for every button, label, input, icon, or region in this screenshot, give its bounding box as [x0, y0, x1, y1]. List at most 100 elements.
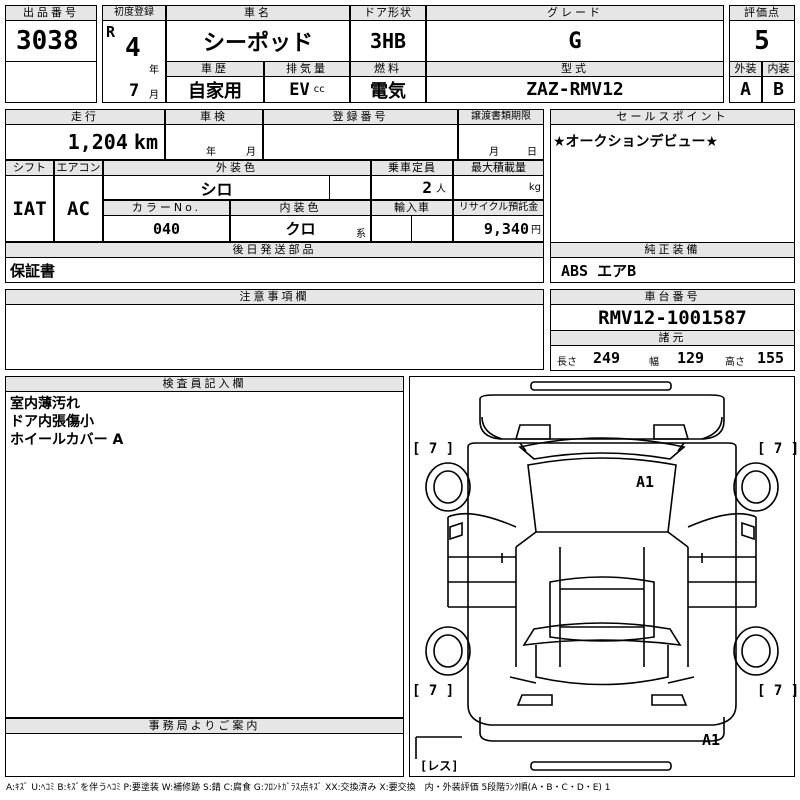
car-name-value: シーポッド [166, 20, 350, 62]
score-header: 評価点 [729, 5, 795, 21]
int-color-text: クロ [285, 220, 316, 238]
sales-point-header: セールスポイント [550, 109, 795, 125]
spare-tire-mark: [レス] [420, 759, 459, 773]
tire-mark-front-left: [ 7 ] [412, 441, 455, 457]
mileage-text: 1,204 [67, 130, 128, 154]
car-diagram-frame: [ 7 ] [ 7 ] [ 7 ] [ 7 ] A1 A1 [レス] [409, 376, 799, 777]
mileage-header: 走行 [5, 109, 165, 125]
exterior-value: A [729, 76, 762, 103]
fuel-header: 燃料 [350, 61, 426, 77]
recycle-text: 9,340 [483, 219, 529, 238]
inspector-body: 室内薄汚れ ドア内張傷小 ホイールカバー A [5, 391, 404, 718]
recycle-unit: 円 [531, 225, 541, 236]
damage-mark-roof: A1 [636, 473, 655, 491]
grade-value: G [426, 20, 724, 62]
lot-no-text: 3038 [16, 26, 79, 56]
notes-header: 注意事項欄 [5, 289, 544, 305]
wheel-rear-right [733, 626, 779, 676]
car-name-header: 車名 [166, 5, 350, 21]
capacity-value: 2 人 [371, 175, 453, 200]
recycle-value: 9,340 円 [453, 215, 544, 242]
exterior-header: 外装 [729, 61, 762, 77]
displacement-text: EV [289, 79, 310, 100]
genuine-value: ABS エアB [550, 257, 795, 283]
model-value: ZAZ-RMV12 [426, 76, 724, 103]
mileage-value: 1,204 km [5, 124, 165, 160]
displacement-header: 排気量 [264, 61, 350, 77]
wheel-front-right [733, 462, 779, 512]
body-outline [467, 442, 737, 726]
later-parts-header: 後日発送部品 [5, 242, 544, 258]
rear-hatch [535, 645, 669, 686]
inspection-month-unit: 月 [246, 147, 256, 158]
capacity-unit: 人 [436, 184, 446, 195]
chassis-header: 車台番号 [550, 289, 795, 305]
ext-color-header: 外装色 [103, 160, 371, 176]
transfer-header: 譲渡書類期限 [458, 109, 544, 125]
height-label: 高さ [725, 357, 745, 368]
rear-window [522, 622, 682, 647]
color-no-value: 040 [103, 215, 230, 242]
history-value: 自家用 [166, 76, 264, 103]
int-color-value: クロ 系 [230, 215, 371, 242]
import-cell-a [371, 215, 412, 242]
max-load-header: 最大積載量 [453, 160, 544, 176]
width-value: 129 [677, 349, 705, 367]
plate-header: 登録番号 [263, 109, 458, 125]
inspector-line: ホイールカバー A [10, 432, 124, 448]
first-reg-header: 初度登録 [102, 5, 166, 21]
mileage-unit: km [133, 130, 158, 154]
ac-header: エアコン [54, 160, 103, 176]
hood-outline [479, 394, 725, 440]
windshield [518, 437, 686, 460]
import-header: 輸入車 [371, 200, 453, 216]
inspection-year-unit: 年 [206, 147, 216, 158]
year-unit: 年 [149, 65, 159, 76]
later-parts-value: 保証書 [5, 257, 544, 283]
front-bumper-top [530, 381, 672, 391]
max-load-unit: kg [528, 182, 541, 193]
tire-mark-front-right: [ 7 ] [757, 441, 800, 457]
fuel-value: 電気 [350, 76, 426, 103]
int-color-unit: 系 [356, 229, 366, 240]
sales-point-cell: ★オークションデビュー★ [550, 124, 795, 243]
shift-header: シフト [5, 160, 54, 176]
era-text: R [106, 23, 116, 41]
transfer-cell: 月 日 [458, 124, 544, 160]
dims-cell: 長さ 249 幅 129 高さ 155 [550, 345, 795, 371]
displacement-unit: cc [313, 84, 325, 95]
history-header: 車歴 [166, 61, 264, 77]
color-no-header: カラーNo. [103, 200, 230, 216]
int-color-header: 内装色 [230, 200, 371, 216]
shift-value: IAT [5, 175, 54, 242]
office-header: 事務局よりご案内 [5, 718, 404, 734]
inspector-line: ドア内張傷小 [10, 414, 94, 430]
lot-no-header: 出品番号 [5, 5, 97, 21]
genuine-header: 純正装備 [550, 242, 795, 258]
inspection-cell: 年 月 [165, 124, 263, 160]
wheel-front-left [425, 462, 471, 512]
model-header: 型式 [426, 61, 724, 77]
ext-color-extra [329, 175, 371, 200]
transfer-month-unit: 月 [489, 147, 499, 158]
sales-point-text: ★オークションデビュー★ [553, 134, 719, 150]
month-text: 7 [129, 81, 140, 101]
year-text: 4 [125, 33, 141, 63]
transfer-day-unit: 日 [527, 147, 537, 158]
inspector-line: 室内薄汚れ [10, 396, 80, 412]
height-value: 155 [757, 349, 785, 367]
first-reg-cell: R 4 年 7 月 [102, 20, 166, 103]
capacity-header: 乗車定員 [371, 160, 453, 176]
width-label: 幅 [649, 357, 659, 368]
length-value: 249 [593, 349, 621, 367]
ac-value: AC [54, 175, 103, 242]
interior-header: 内装 [762, 61, 795, 77]
import-cell-b [411, 215, 453, 242]
office-body [5, 733, 404, 777]
dims-header: 諸元 [550, 330, 795, 346]
roof-panel [527, 457, 677, 533]
wheel-rear-left [425, 626, 471, 676]
tire-mark-rear-right: [ 7 ] [757, 683, 800, 699]
door-value: 3HB [350, 20, 426, 62]
grade-header: グレード [426, 5, 724, 21]
